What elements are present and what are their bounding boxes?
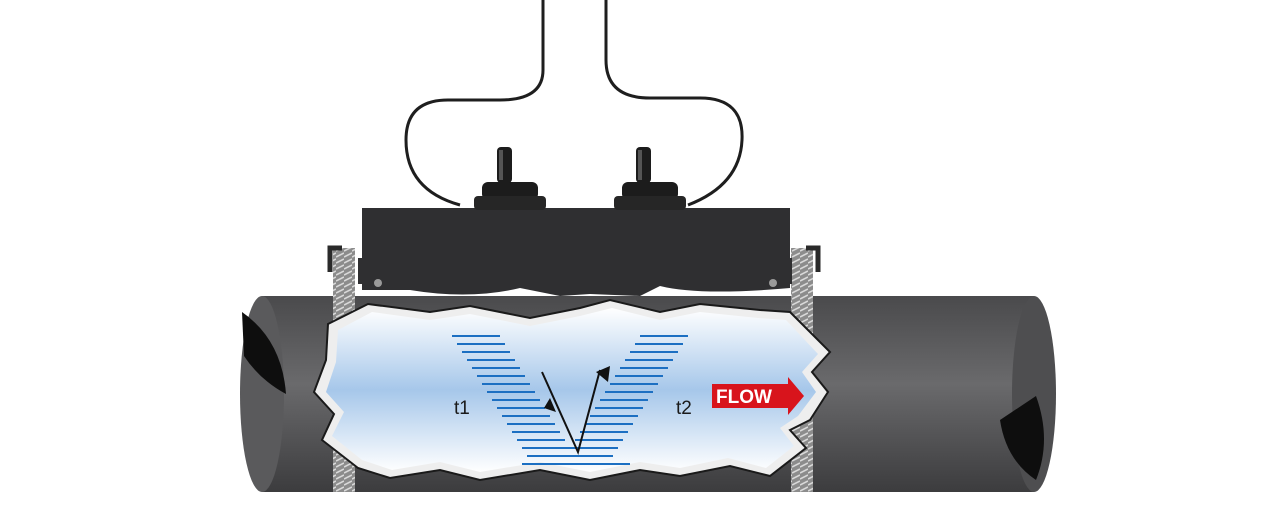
screw-left (374, 279, 382, 287)
t2-label: t2 (676, 398, 692, 419)
transducer-mount (358, 208, 792, 296)
left-transducer-knob (474, 147, 546, 210)
water-cross-section (326, 308, 818, 472)
signal-v-path (541, 369, 601, 455)
left-strap-hook (327, 245, 342, 272)
pipe-left-shadow (242, 312, 286, 394)
t1-label: t1 (454, 398, 470, 419)
right-transducer-knob (614, 147, 686, 210)
ultrasonic-wave-lines (452, 335, 688, 465)
right-strap-hook (806, 245, 821, 272)
flow-label: FLOW (716, 387, 772, 408)
right-sensor-cable (604, 0, 744, 207)
screw-right (769, 279, 777, 287)
flow-arrow-shape (712, 377, 804, 415)
mount-ear-right (776, 258, 792, 284)
flow-arrow: FLOW (712, 377, 804, 415)
left-sensor-cable (404, 0, 545, 207)
mount-ear-left (358, 258, 374, 284)
signal-arrowhead-upstream (544, 398, 556, 412)
pipe-right-shadow (1000, 396, 1044, 480)
signal-arrowhead-downstream (596, 366, 610, 382)
mount-body (362, 208, 790, 296)
